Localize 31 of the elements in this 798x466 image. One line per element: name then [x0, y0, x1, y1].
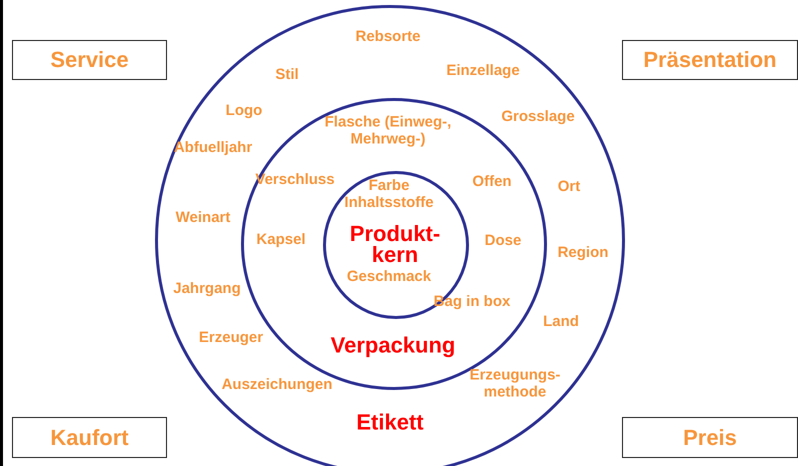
- attribute-label: Einzellage: [446, 62, 520, 80]
- category-box: [12, 417, 167, 458]
- attribute-label: Erzeuger: [198, 330, 264, 346]
- attribute-label: Stil: [275, 66, 299, 84]
- category-label: Preis: [683, 424, 737, 450]
- attribute-label: Grosslage: [501, 108, 575, 126]
- attribute-label: Auszeichungen: [222, 376, 332, 394]
- attribute-label: Offen: [472, 174, 512, 190]
- attribute-label: Geschmack: [346, 268, 432, 286]
- attribute-label: Flasche (Einweg-, Mehrweg-): [324, 114, 452, 148]
- category-label: Kaufort: [50, 424, 129, 450]
- attribute-label: Land: [543, 314, 579, 330]
- category-box: [622, 40, 798, 80]
- attribute-label: Kapsel: [256, 232, 306, 248]
- attribute-label: Farbe: [368, 178, 410, 194]
- attribute-label: Ort: [558, 178, 580, 196]
- attribute-label: Logo: [226, 102, 262, 120]
- ring-title: Verpackung: [330, 336, 456, 356]
- attribute-label: Weinart: [176, 210, 230, 226]
- attribute-label: Inhaltsstoffe: [344, 194, 434, 212]
- category-label: Service: [50, 47, 129, 73]
- attribute-label: Erzeugungs- methode: [468, 368, 562, 400]
- attribute-label: Rebsorte: [355, 28, 421, 46]
- attribute-label: Jahrgang: [173, 280, 241, 298]
- ring-title: Produkt- kern: [348, 224, 442, 266]
- attribute-label: Dose: [484, 232, 522, 250]
- category-box: [12, 40, 167, 80]
- category-label: Präsentation: [643, 47, 777, 73]
- ring-title: Etikett: [356, 412, 424, 434]
- attribute-label: Region: [558, 244, 608, 262]
- category-box: [622, 417, 798, 458]
